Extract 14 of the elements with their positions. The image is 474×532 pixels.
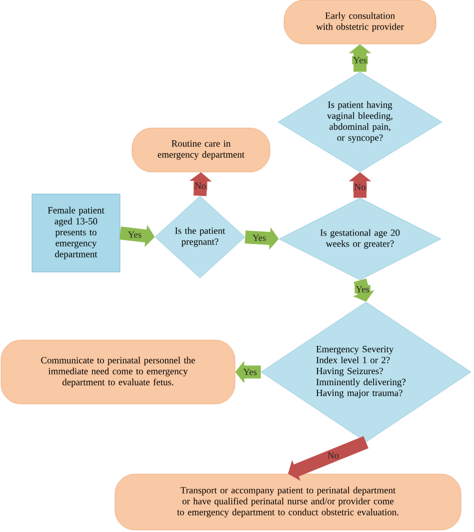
edge-label: Yes [252,234,266,241]
edge-label: No [194,182,206,190]
edge-label: No [354,184,366,190]
edge-label: Yes [356,286,370,292]
terminal-box: Transport or accompany patient to perinatal department or have qualified perinatal nurse and/or provider come to emergency department to conduct obstetric evaluation. [114,474,462,530]
edge-label: No [328,452,339,459]
block-arrow [288,436,368,481]
terminal-box: Routine care in emergency department [132,128,270,172]
edge-label: Yes [128,232,142,238]
edge-label: Yes [243,368,257,376]
terminal-box: Communicate to perinatal personnel the immediate need come to emergency department to evaluate fetus. [0,340,236,404]
edge-label: Yes [353,57,367,64]
terminal-box: Early consultation with obstetric provider [284,0,436,44]
process-box: Female patient aged 13-50 presents to emergency department [32,194,120,272]
